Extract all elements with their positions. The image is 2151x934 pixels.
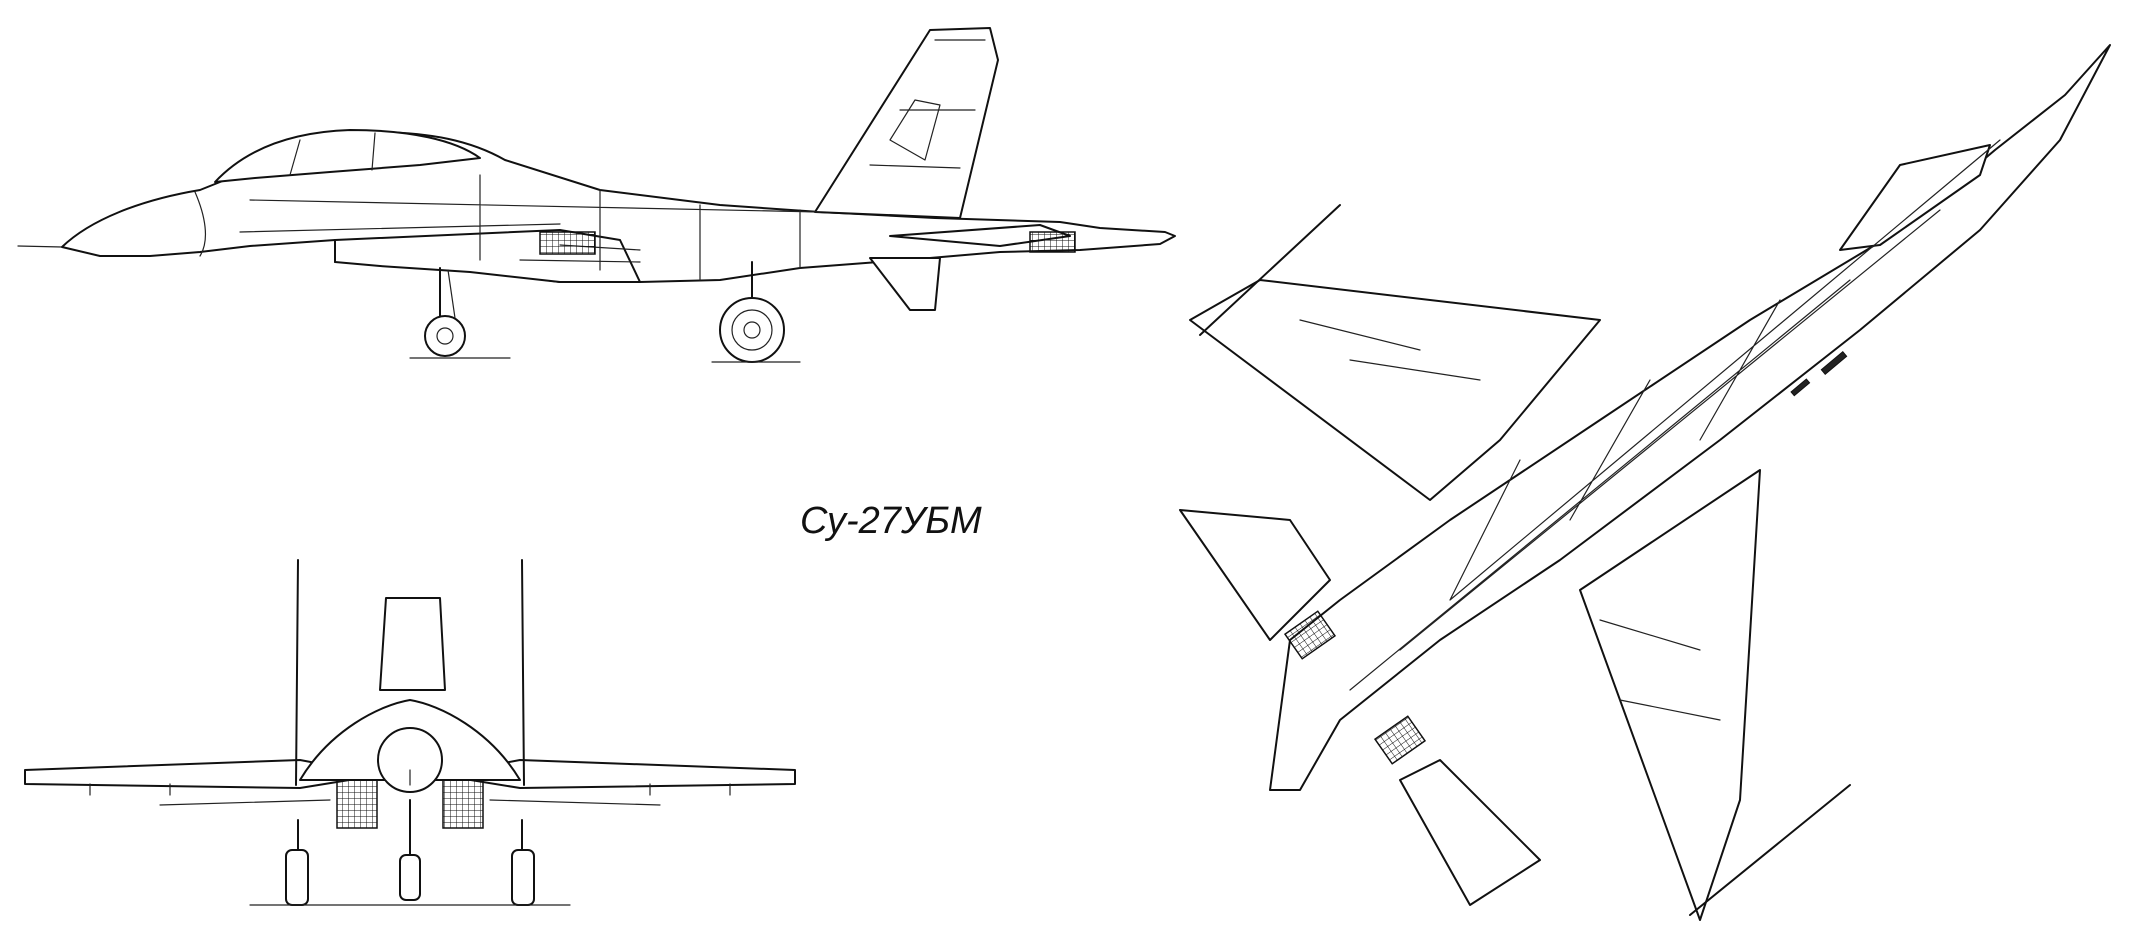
side-nose-gear <box>409 267 511 359</box>
side-vertical-tail <box>814 27 999 219</box>
aircraft-designation-caption: Су-27УБМ <box>800 500 982 542</box>
top-wing-right <box>1579 469 1761 921</box>
side-canopy <box>214 129 481 183</box>
front-view <box>24 559 796 906</box>
top-wing-left <box>1189 279 1601 501</box>
top-canopy <box>1839 144 1991 251</box>
top-view <box>1179 44 2111 921</box>
side-main-gear <box>711 261 801 363</box>
front-intake-right <box>442 779 484 829</box>
front-nose <box>377 727 443 793</box>
side-view <box>17 27 1176 363</box>
front-intake-left <box>336 779 378 829</box>
